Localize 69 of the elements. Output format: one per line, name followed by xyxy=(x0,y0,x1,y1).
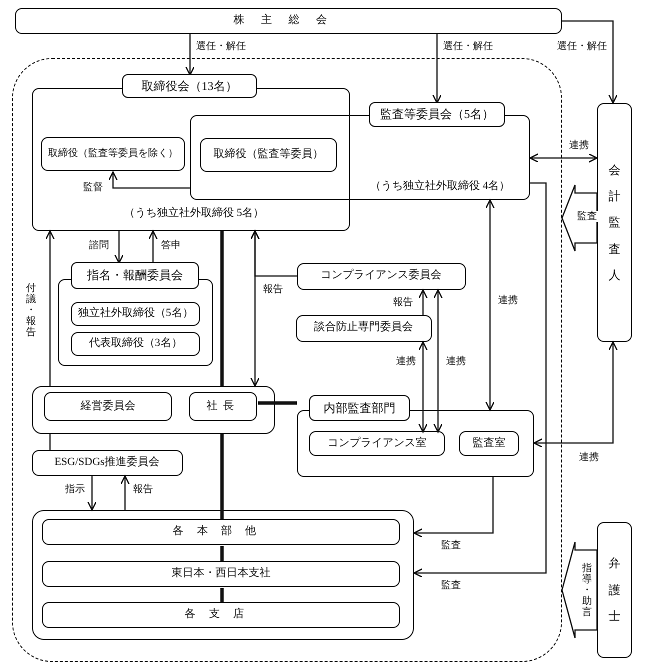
arrow xyxy=(413,182,547,578)
edge-label: 付議・報告 xyxy=(25,283,37,338)
edge-label: 選任・解任 xyxy=(556,41,608,52)
edge-label: 指導・助言 xyxy=(581,563,593,618)
org-box: 東日本・西日本支社 xyxy=(42,561,400,587)
arrow xyxy=(185,34,195,76)
org-box: ESG/SDGs推進委員会 xyxy=(32,450,182,476)
org-box: 社長 xyxy=(189,392,257,421)
double-headed-arrow xyxy=(485,199,495,411)
arrow xyxy=(120,475,130,510)
edge-label: 選任・解任 xyxy=(442,41,494,52)
heading-tab: 内部監査部門 xyxy=(309,395,410,421)
double-headed-arrow xyxy=(533,341,618,448)
org-box: 取締役（監査等委員） xyxy=(200,138,337,172)
edge-label: 諮問 xyxy=(88,240,110,251)
heading-tab: 指名・報酬委員会 xyxy=(71,262,199,289)
arrow xyxy=(114,231,124,264)
double-headed-arrow xyxy=(529,153,598,163)
edge-label: 監督 xyxy=(82,182,104,193)
dashed-boundary xyxy=(12,58,562,662)
double-headed-arrow xyxy=(433,289,443,433)
edge-label: 監査 xyxy=(440,540,462,551)
double-line xyxy=(258,401,297,405)
org-box: 談合防止専門委員会 xyxy=(296,314,432,342)
arrow xyxy=(45,230,55,386)
edge-label: 報告 xyxy=(132,484,154,495)
arrow xyxy=(432,34,442,104)
edge-label: 選任・解任 xyxy=(195,41,247,52)
org-box: 各本部他 xyxy=(42,519,400,545)
note-text: （うち独立社外取締役 4名） xyxy=(368,180,512,194)
double-line xyxy=(220,546,224,562)
double-headed-arrow xyxy=(418,341,428,433)
org-box: コンプライアンス委員会 xyxy=(296,262,466,290)
group-box xyxy=(32,386,274,434)
double-line xyxy=(220,588,224,603)
edge-label: 指示 xyxy=(64,484,86,495)
arrow xyxy=(250,230,297,277)
edge-label: 監査 xyxy=(440,580,462,591)
edge-label: 監査 xyxy=(576,211,598,222)
edge-label: 連携 xyxy=(497,295,519,306)
note-text: （うち独立社外取締役 5名） xyxy=(122,207,266,220)
edge-label: 連携 xyxy=(578,452,600,463)
org-box: 取締役（監査等委員を除く） xyxy=(41,137,185,171)
double-line xyxy=(220,231,224,386)
double-line xyxy=(220,434,224,520)
org-box: 監査室 xyxy=(459,431,519,456)
arrow xyxy=(108,171,190,189)
org-box: 株主総会 xyxy=(15,8,562,34)
connector-line xyxy=(49,434,51,450)
org-box: 代表取締役（3名） xyxy=(71,332,200,356)
org-box: 各支店 xyxy=(42,602,400,628)
edge-label: 報告 xyxy=(392,297,414,308)
arrow xyxy=(148,230,158,263)
edge-label: 答申 xyxy=(160,240,182,251)
heading-tab: 監査等委員会（5名） xyxy=(369,102,505,127)
group-box xyxy=(32,510,414,640)
edge-label: 報告 xyxy=(262,284,284,295)
arrow xyxy=(413,477,494,538)
block-arrow xyxy=(561,184,598,252)
org-box: コンプライアンス室 xyxy=(309,431,445,456)
heading-tab: 取締役会（13名） xyxy=(122,74,257,98)
edge-label: 連携 xyxy=(395,356,417,367)
arrow xyxy=(87,476,97,511)
arrow xyxy=(418,289,428,315)
org-box: 経営委員会 xyxy=(44,392,172,421)
org-box: 独立社外取締役（5名） xyxy=(71,302,200,326)
edge-label: 連携 xyxy=(445,356,467,367)
arrow xyxy=(562,20,618,104)
edge-label: 連携 xyxy=(568,140,590,151)
